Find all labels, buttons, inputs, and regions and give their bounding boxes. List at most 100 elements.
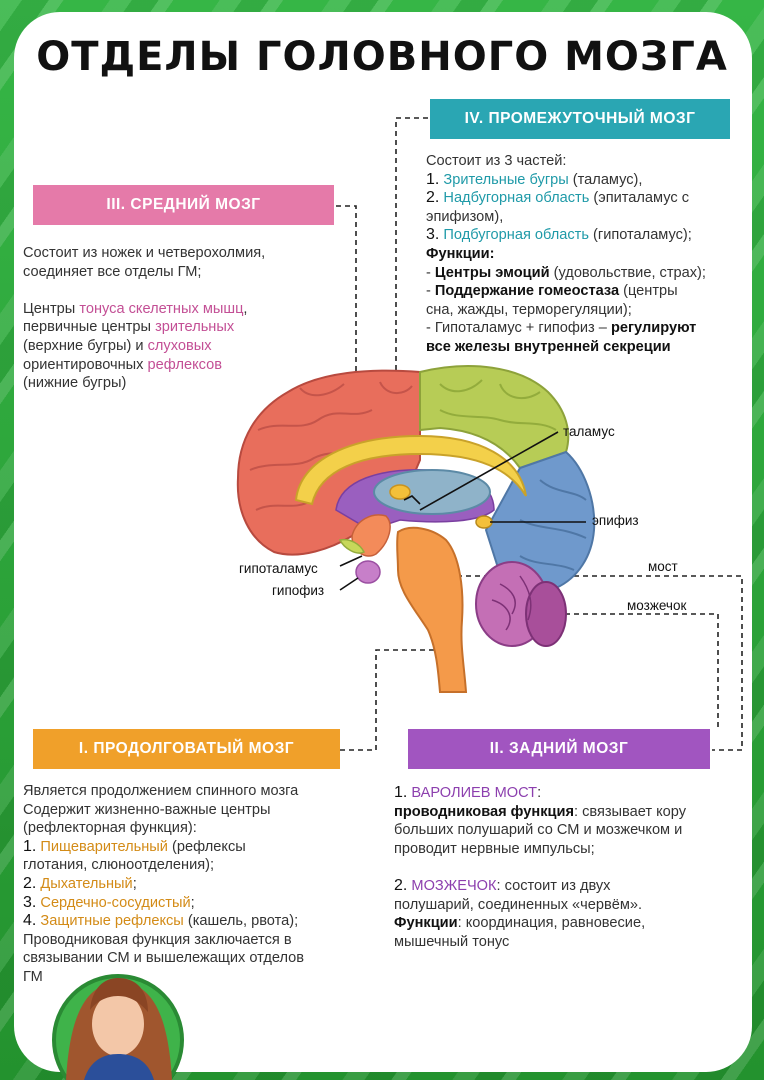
medulla-line: ГМ: [23, 968, 43, 985]
term-skeletal-tone: тонуса скелетных мышц: [79, 300, 244, 317]
num: 4.: [23, 912, 37, 930]
brainstem: [396, 526, 468, 693]
midbrain-line: соединяет все отделы ГМ;: [23, 263, 202, 280]
midbrain-line: ориентировочных: [23, 356, 148, 373]
term-emotions: Центры эмоций: [434, 264, 550, 281]
medulla-text: Является продолжением спинного мозга Сод…: [23, 782, 373, 987]
hindbrain-text: 1. ВАРОЛИЕВ МОСТ: проводниковая функция:…: [394, 784, 754, 951]
connector-medulla: [340, 649, 458, 751]
term-homeostasis: Поддержание гомеостаза: [434, 283, 620, 300]
term-cardiovascular: Сердечно-сосудистый: [40, 894, 191, 911]
pointer-lines: [339, 431, 586, 591]
label-hypophysis: гипофиз: [272, 583, 325, 598]
hind-line: : координация, равновесие,: [457, 915, 646, 932]
term-auditory: слуховых: [147, 337, 212, 354]
functions-heading: Функции:: [426, 245, 495, 262]
num: 2.: [394, 876, 408, 894]
dien-line: (таламус),: [568, 171, 643, 188]
header-diencephalon-label: IV. ПРОМЕЖУТОЧНЫЙ МОЗГ: [464, 110, 696, 127]
hind-line: : состоит из двух: [496, 877, 611, 894]
midbrain-line: (нижние бугры): [23, 375, 127, 392]
punct: ,: [243, 300, 248, 317]
label-pons: мост: [648, 559, 678, 574]
connector-pons: [412, 575, 743, 751]
label-cerebellum: мозжечок: [627, 598, 687, 613]
term-reflexes: рефлексов: [147, 356, 222, 373]
midbrain-text: Состоит из ножек и четверохолмия, соедин…: [23, 244, 323, 393]
punct: ;: [190, 894, 195, 911]
num: 2.: [426, 189, 440, 207]
dien-line: (гипоталамус);: [588, 227, 692, 244]
functions-heading: Функции: [394, 915, 458, 932]
hind-line: : связывает кору: [573, 803, 687, 820]
medulla-line: (рефлекторная функция):: [23, 820, 197, 837]
term-digestive: Пищеварительный: [40, 838, 168, 855]
hind-line: проводит нервные импульсы;: [394, 840, 595, 857]
dien-line: (центры: [619, 283, 678, 300]
term-epithalamus: Надбугорная область: [443, 190, 590, 207]
connector-midbrain: [336, 205, 357, 512]
header-diencephalon: IV. ПРОМЕЖУТОЧНЫЙ МОЗГ: [430, 99, 730, 139]
page-title: ОТДЕЛЫ ГОЛОВНОГО МОЗГА: [36, 34, 728, 80]
medulla-line: связывании СМ и вышележащих отделов: [23, 950, 305, 967]
dien-line: сна, жажды, терморегуляции);: [426, 301, 632, 318]
label-epiphysis: эпифиз: [592, 513, 639, 528]
punct: ;: [132, 875, 137, 892]
term-cerebellum: МОЗЖЕЧОК: [411, 877, 497, 894]
medulla-line: (кашель, рвота);: [183, 913, 299, 930]
header-hindbrain-label: II. ЗАДНИЙ МОЗГ: [489, 740, 629, 757]
midbrain-line: Состоит из ножек и четверохолмия,: [23, 245, 266, 261]
hind-line: мышечный тонус: [394, 933, 510, 950]
term-pons: ВАРОЛИЕВ МОСТ: [411, 785, 538, 801]
medulla-line: Содержит жизненно-важные центры: [23, 801, 271, 818]
medulla-line: Проводниковая функция заключается в: [23, 931, 292, 948]
midbrain-line: (верхние бугры) и: [23, 337, 148, 354]
header-midbrain-label: III. СРЕДНИЙ МОЗГ: [106, 196, 261, 213]
term-regulate: регулируют: [610, 320, 697, 337]
dien-line: - Гипоталамус + гипофиз –: [426, 320, 611, 337]
num: 1.: [23, 837, 37, 855]
num: 3.: [426, 226, 440, 244]
medulla-line: (рефлексы: [167, 838, 246, 855]
corpus-callosum: [294, 434, 527, 506]
hypophysis-shape: [355, 560, 381, 584]
header-medulla-label: I. ПРОДОЛГОВАТЫЙ МОЗГ: [78, 740, 295, 757]
medulla-line: глотания, слюноотделения);: [23, 857, 215, 874]
connector-cerebellum: [520, 613, 719, 728]
midbrain-line: первичные центры: [23, 319, 156, 336]
connector-diencephalon: [395, 117, 428, 478]
term-respiratory: Дыхательный: [40, 875, 133, 892]
label-thalamus: таламус: [563, 424, 615, 439]
dien-line: (эпиталамус с: [589, 190, 689, 207]
num: 1.: [394, 784, 408, 801]
dien-line: (удовольствие, страх);: [549, 264, 706, 281]
punct: :: [537, 785, 542, 801]
midbrain-line: Центры: [23, 300, 80, 317]
thalamus-core: [389, 484, 411, 500]
term-conduction: проводниковая функция: [394, 803, 574, 820]
hind-line: больших полушарий со СМ и мозжечком и: [394, 822, 683, 839]
label-hypothalamus: гипоталамус: [239, 561, 318, 576]
term-visual: зрительных: [155, 319, 235, 336]
num: 3.: [23, 893, 37, 911]
cerebellum-shape: [475, 561, 567, 647]
dien-intro: Состоит из 3 частей:: [426, 153, 567, 169]
header-medulla: I. ПРОДОЛГОВАТЫЙ МОЗГ: [33, 729, 340, 769]
diencephalon-text: Состоит из 3 частей: 1. Зрительные бугры…: [426, 152, 756, 357]
term-endocrine: все железы внутренней секреции: [426, 338, 671, 355]
hind-line: полушарий, соединенных «червём».: [394, 896, 643, 913]
header-midbrain: III. СРЕДНИЙ МОЗГ: [33, 185, 334, 225]
thalamus-shape: [373, 469, 491, 515]
dien-line: эпифизом),: [426, 208, 504, 225]
medulla-line: Является продолжением спинного мозга: [23, 783, 299, 799]
term-protective: Защитные рефлексы: [40, 913, 184, 930]
header-hindbrain: II. ЗАДНИЙ МОЗГ: [408, 729, 710, 769]
term-thalamus: Зрительные бугры: [443, 171, 569, 188]
num: 2.: [23, 874, 37, 892]
dash: -: [426, 283, 435, 300]
num: 1.: [426, 170, 440, 188]
term-hypothalamus: Подбугорная область: [443, 227, 589, 244]
dashed-connectors: [336, 117, 743, 751]
optic-chiasm: [338, 538, 366, 554]
